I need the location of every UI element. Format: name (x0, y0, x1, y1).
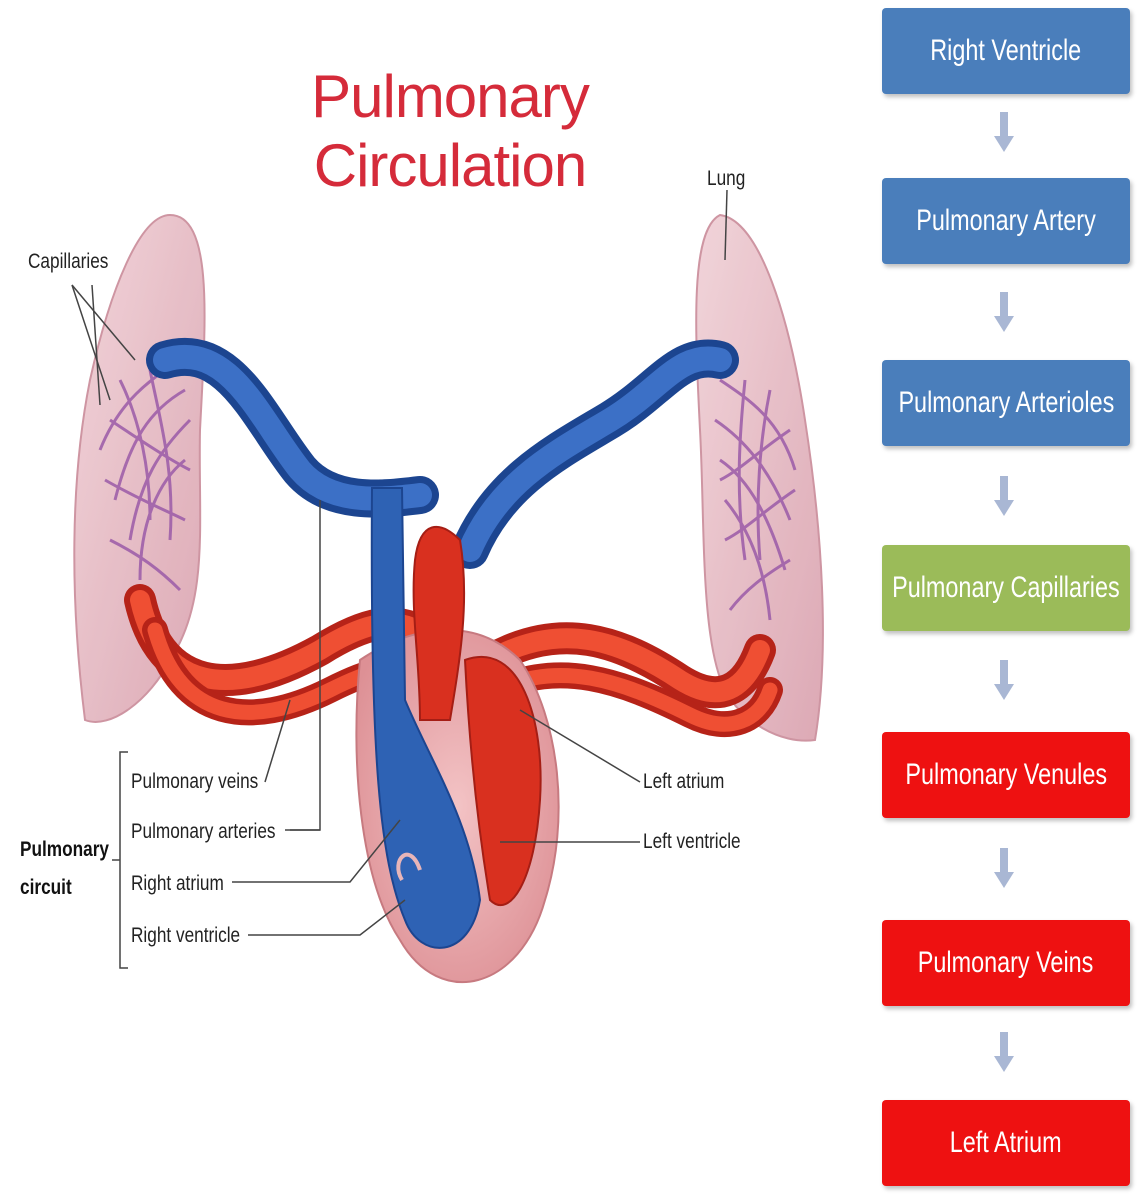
pulmonary-veins-label: Pulmonary veins (131, 770, 258, 794)
down-arrow-icon (994, 1032, 1014, 1072)
down-arrow-icon (994, 476, 1014, 516)
flow-step-pulmonary-venules: Pulmonary Venules (882, 732, 1130, 818)
left-atrium-label: Left atrium (643, 770, 724, 794)
down-arrow-icon (994, 660, 1014, 700)
flow-step-pulmonary-capillaries: Pulmonary Capillaries (882, 545, 1130, 631)
flow-step-pulmonary-artery: Pulmonary Artery (882, 178, 1130, 264)
right-ventricle-label: Right ventricle (131, 924, 240, 948)
pulmonary-circulation-illustration (0, 0, 880, 1197)
pulmonary-circuit-label-line2: circuit (20, 876, 72, 900)
right-atrium-label: Right atrium (131, 872, 224, 896)
pulmonary-circuit-label-line1: Pulmonary (20, 838, 109, 862)
flow-step-pulmonary-veins: Pulmonary Veins (882, 920, 1130, 1006)
flow-step-left-atrium: Left Atrium (882, 1100, 1130, 1186)
lung-label: Lung (707, 167, 745, 191)
down-arrow-icon (994, 292, 1014, 332)
left-ventricle-label: Left ventricle (643, 830, 741, 854)
capillaries-label: Capillaries (28, 250, 108, 274)
flow-step-pulmonary-arterioles: Pulmonary Arterioles (882, 360, 1130, 446)
down-arrow-icon (994, 848, 1014, 888)
flow-step-right-ventricle: Right Ventricle (882, 8, 1130, 94)
down-arrow-icon (994, 112, 1014, 152)
heart-illustration (356, 488, 558, 982)
pulmonary-arteries-label: Pulmonary arteries (131, 820, 276, 844)
pulmonary-arteries-illustration (165, 357, 720, 550)
